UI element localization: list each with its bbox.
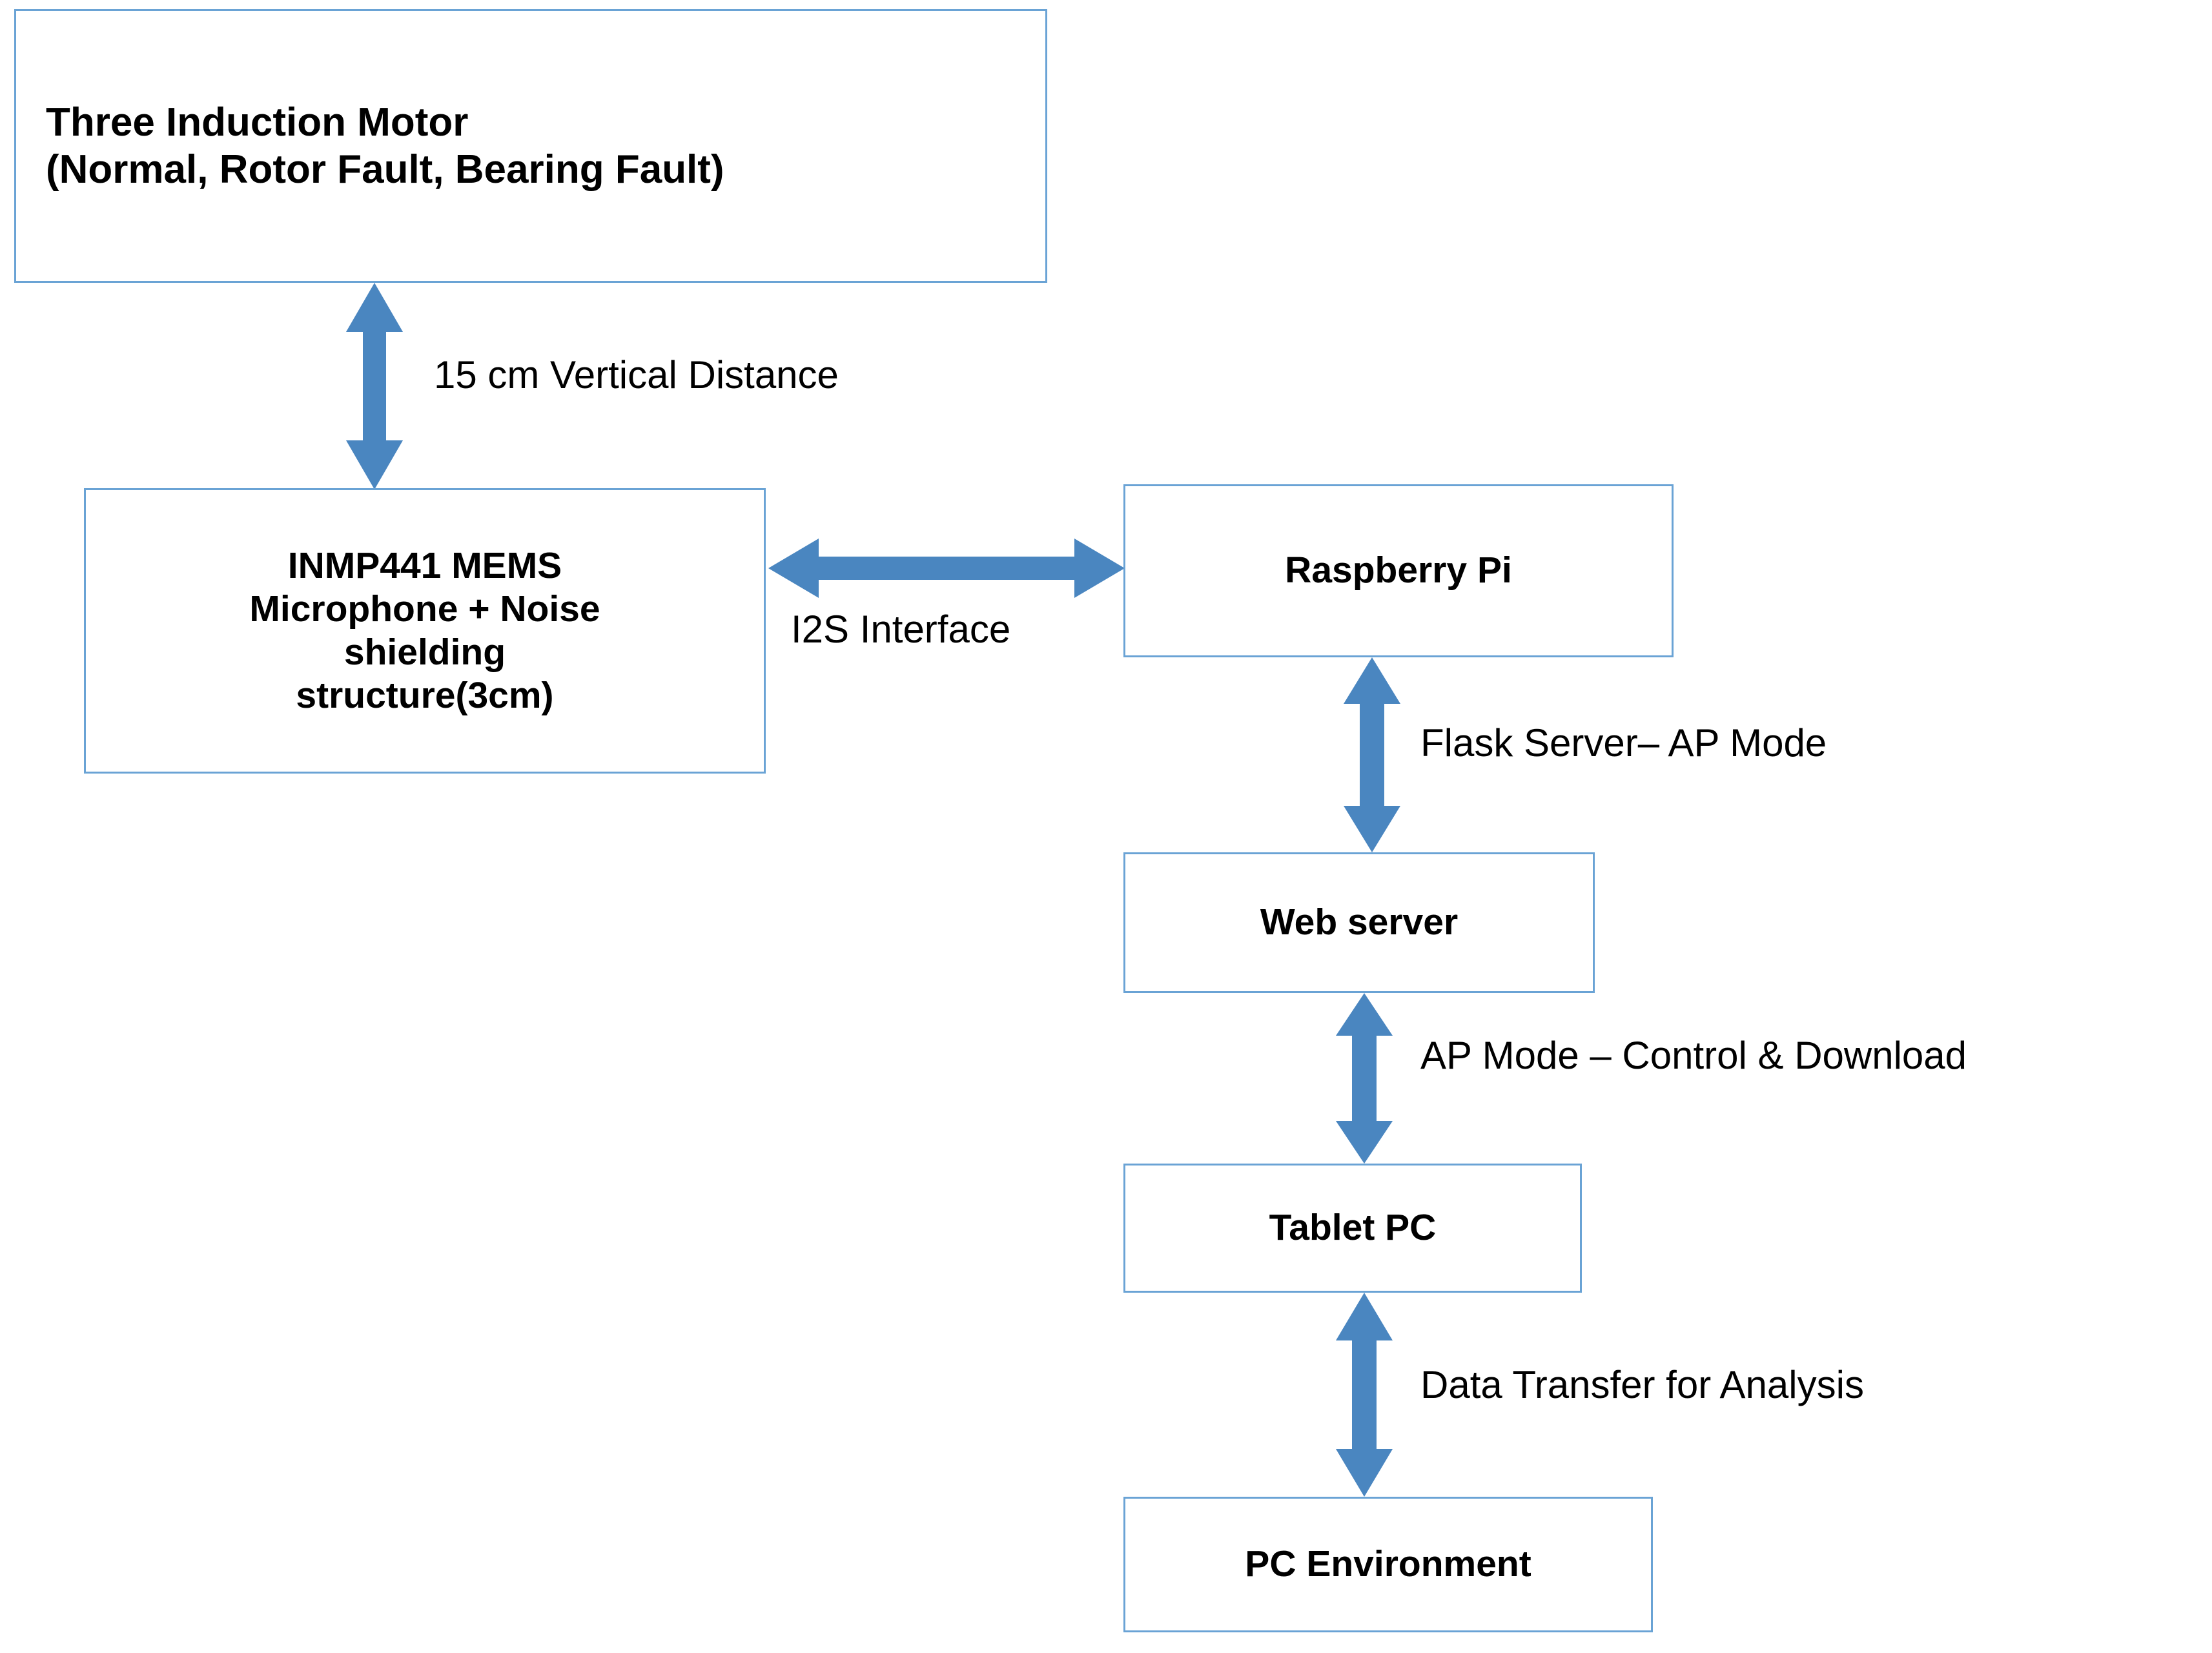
connector-web-tablet-arrow — [1336, 993, 1393, 1164]
node-tablet-pc[interactable]: Tablet PC — [1123, 1164, 1582, 1293]
connector-tablet-pc-arrow — [1336, 1293, 1393, 1497]
connector-label-mic-rpi: I2S Interface — [791, 608, 1011, 651]
connector-motor-mic-arrow — [346, 283, 403, 489]
connector-label-tablet-pc: Data Transfer for Analysis — [1420, 1363, 1864, 1406]
node-web-server[interactable]: Web server — [1123, 852, 1595, 993]
connector-label-motor-mic: 15 cm Vertical Distance — [434, 353, 839, 396]
connector-label-web-tablet: AP Mode – Control & Download — [1420, 1034, 1967, 1077]
node-three-induction-motor[interactable]: Three Induction Motor (Normal, Rotor Fau… — [14, 9, 1047, 283]
connector-rpi-web-arrow — [1344, 657, 1400, 852]
connector-label-rpi-web: Flask Server– AP Mode — [1420, 721, 1827, 765]
connector-mic-rpi-arrow — [768, 539, 1125, 598]
node-raspberry-pi[interactable]: Raspberry Pi — [1123, 484, 1674, 657]
node-inmp441-mems-microphone[interactable]: INMP441 MEMS Microphone + Noise shieldin… — [84, 488, 766, 774]
node-pc-environment[interactable]: PC Environment — [1123, 1497, 1653, 1632]
